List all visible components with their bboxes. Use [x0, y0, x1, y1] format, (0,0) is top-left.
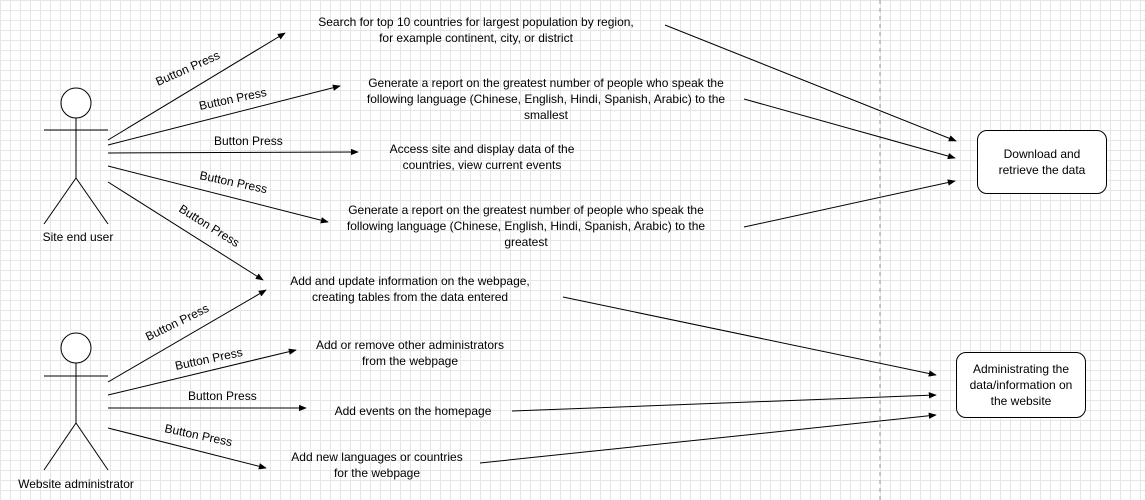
usecase-report-greatest-line-1: Generate a report on the greatest number… — [348, 203, 704, 217]
usecase-access-site: Access site and display data of the coun… — [368, 141, 596, 173]
download-box-line-2: retrieve the data — [998, 163, 1086, 177]
edge-label-3: Button Press — [214, 134, 283, 148]
edge-smallest-download — [743, 98, 956, 160]
edge-user-add-update — [107, 181, 264, 281]
usecase-add-update-line-2: creating tables from the data entered — [311, 290, 509, 304]
download-box-line-1: Download and — [1003, 147, 1081, 161]
edge-user-report-greatest — [107, 165, 329, 224]
usecase-add-remove-admins: Add or remove other administrators from … — [298, 337, 522, 369]
usecase-add-languages-line-2: for the webpage — [333, 466, 421, 480]
usecase-add-events-line-1: Add events on the homepage — [334, 404, 492, 418]
edge-user-access-site — [107, 148, 359, 156]
edge-events-admin — [511, 392, 937, 412]
edge-label-8: Button Press — [188, 389, 257, 403]
edge-user-report-smallest — [107, 84, 341, 146]
edge-label-5: Button Press — [176, 202, 242, 250]
edge-user-search — [107, 32, 286, 141]
usecase-add-languages-line-1: Add new languages or countries — [291, 450, 463, 464]
usecase-report-greatest: Generate a report on the greatest number… — [328, 202, 724, 250]
administrating-box-line-1: Administrating the — [972, 362, 1070, 376]
usecase-search: Search for top 10 countries for largest … — [296, 14, 656, 46]
usecase-add-remove-admins-line-2: from the webpage — [361, 354, 459, 368]
edge-admin-add-remove — [107, 348, 297, 396]
site-user-label: Site end user — [42, 230, 114, 244]
usecase-report-smallest-line-1: Generate a report on the greatest number… — [368, 76, 724, 90]
administrating-box-line-2: data/information on — [969, 378, 1073, 392]
edge-search-download — [664, 24, 957, 142]
usecase-add-update-line-1: Add and update information on the webpag… — [290, 274, 530, 288]
edge-languages-admin — [479, 412, 937, 464]
edge-label-2: Button Press — [198, 85, 268, 113]
usecase-report-smallest-line-3: smallest — [523, 108, 568, 122]
edge-admin-add-languages — [107, 427, 267, 470]
usecase-access-site-line-2: countries, view current events — [402, 158, 562, 172]
usecase-report-smallest: Generate a report on the greatest number… — [348, 75, 744, 123]
edge-label-7: Button Press — [174, 345, 244, 373]
usecase-add-events: Add events on the homepage — [312, 403, 514, 419]
usecase-report-greatest-line-2: following language (Chinese, English, Hi… — [346, 219, 706, 233]
edge-label-1: Button Press — [154, 48, 222, 89]
administrating-box: Administrating the data/information on t… — [956, 352, 1086, 418]
usecase-search-line-1: Search for top 10 countries for largest … — [318, 15, 634, 29]
edge-label-6: Button Press — [143, 301, 211, 344]
download-retrieve-box: Download and retrieve the data — [977, 130, 1107, 194]
usecase-add-remove-admins-line-1: Add or remove other administrators — [315, 338, 505, 352]
admin-label: Website administrator — [18, 477, 134, 491]
usecase-report-smallest-line-2: following language (Chinese, English, Hi… — [366, 92, 726, 106]
usecase-add-update: Add and update information on the webpag… — [270, 273, 550, 305]
usecase-access-site-line-1: Access site and display data of the — [389, 142, 575, 156]
administrating-box-line-3: the website — [990, 394, 1052, 408]
edge-greatest-download — [743, 179, 956, 228]
usecase-report-greatest-line-3: greatest — [504, 235, 548, 249]
site-user-actor-icon — [43, 87, 109, 225]
usecase-search-line-2: for example continent, city, or district — [379, 31, 573, 45]
usecase-add-languages: Add new languages or countries for the w… — [276, 449, 478, 481]
edge-add-update-admin — [562, 296, 937, 377]
admin-actor-icon — [43, 332, 109, 471]
edge-admin-add-update — [107, 289, 267, 383]
